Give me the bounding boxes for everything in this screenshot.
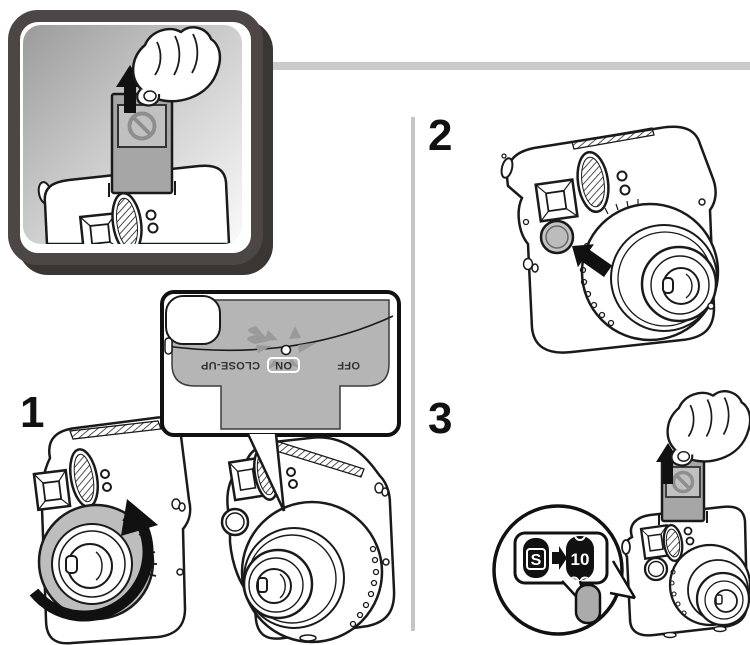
power-switch-inset: OFF ON CLOSE-UP [160, 290, 401, 437]
film-cover-card [108, 92, 176, 197]
step-1-number: 1 [20, 388, 45, 437]
panel-gradient-background [23, 25, 242, 244]
step2-illustration [500, 125, 720, 354]
camera-front [500, 125, 720, 354]
counter-before-wheel: S 10 [523, 538, 549, 590]
counter-before-value: S [531, 552, 542, 569]
strap-lug [164, 337, 173, 355]
counter-after-value: 10 [571, 550, 590, 569]
power-switch-art [164, 295, 394, 430]
exposure-sensor [145, 209, 157, 221]
lens-barrel [579, 199, 720, 342]
rotation-arrow-icon [29, 499, 158, 622]
top-divider-bar [256, 62, 750, 70]
camera-front-extended [220, 436, 396, 644]
camera-top [37, 164, 231, 244]
exposure-sensor [147, 222, 159, 234]
on-label: ON [266, 357, 300, 373]
counter-window [574, 583, 602, 625]
section-divider [411, 117, 415, 631]
viewfinder [227, 456, 267, 502]
close-up-label: CLOSE-UP [200, 359, 260, 371]
viewfinder [32, 468, 72, 512]
film-counter-bubble: S 10 10 [492, 504, 637, 636]
power-switch-labels: OFF ON CLOSE-UP [164, 351, 397, 373]
step1-illustration [29, 416, 396, 645]
hand-icon [132, 26, 222, 107]
lens-extended [240, 500, 384, 644]
counter-arrow-icon [552, 546, 567, 570]
indicator-lamp [280, 344, 292, 356]
off-label: OFF [337, 359, 360, 371]
counter-after-wheel: 10 [566, 536, 594, 580]
lens-bulge [165, 295, 221, 345]
step-2-number: 2 [428, 111, 453, 160]
flash-window [68, 448, 100, 508]
step3-illustration: S 10 10 [492, 390, 750, 639]
film-cover-removal-panel [8, 10, 263, 265]
viewfinder [534, 178, 579, 223]
camera-top-surface [171, 299, 390, 430]
press-arrow-icon [572, 244, 613, 277]
inset-callout-pointer [246, 434, 286, 512]
prohibition-icon [127, 111, 157, 141]
step-3-number: 3 [428, 394, 453, 443]
counter-before-next-partial: 10 [529, 575, 543, 590]
hand-icon [666, 390, 750, 467]
flash-window [662, 523, 684, 563]
power-button [539, 219, 575, 255]
flash-window [576, 150, 610, 214]
lens-barrel [668, 543, 750, 627]
camera-front-small [621, 505, 750, 639]
prohibition-icon [671, 470, 695, 494]
hand-pulling-film-cover-illustration [37, 26, 231, 244]
lamp-burst [247, 326, 318, 370]
